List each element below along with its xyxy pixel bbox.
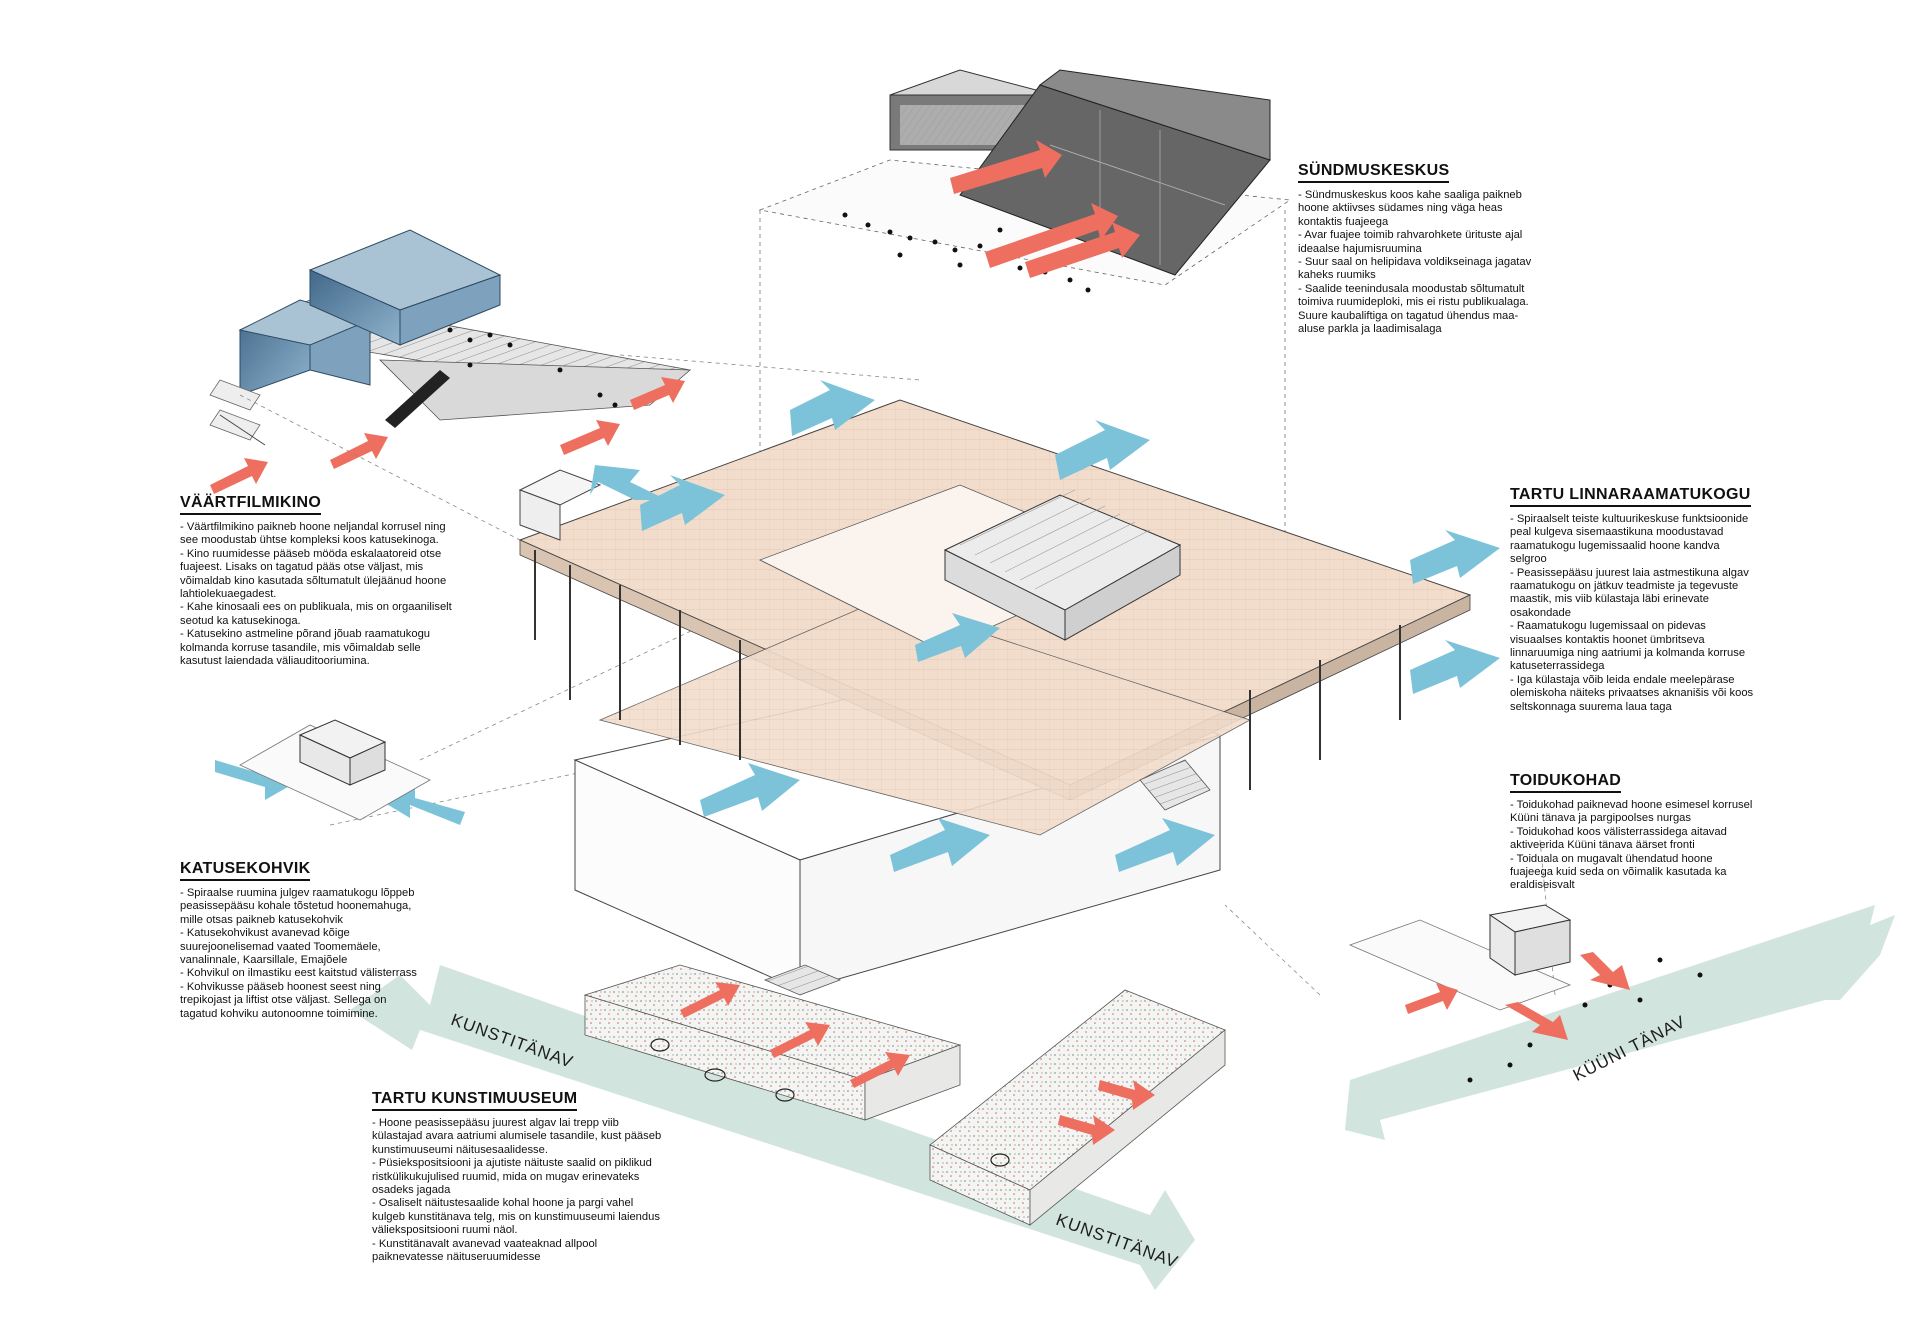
text-line: väliekspositsiooni ruumi näol. (372, 1224, 518, 1237)
text-line: peal kulgeva sisemaastikuna moodustavad (1510, 526, 1724, 539)
text-line: ristkülikukujulised ruumid, mida on muga… (372, 1170, 640, 1183)
text-line: - Avar fuajee toimib rahvarohkete üritus… (1298, 229, 1523, 242)
text-line: ideaalse hajumisruumina (1298, 242, 1422, 255)
toidukohad-title: TOIDUKOHAD (1510, 772, 1622, 793)
syndmuskeskus-model (758, 69, 1292, 630)
text-line: - Kohvikusse pääseb hoonest seest ning (180, 980, 381, 993)
text-line: kasutust laiendada väliauditooriumina. (180, 655, 370, 668)
vaartfilmikino-entry-arrows (210, 377, 685, 494)
text-line: eraldiseisvalt (1510, 879, 1575, 892)
text-line: - Iga külastaja võib leida endale meelep… (1510, 673, 1735, 686)
text-line: raamatukogu on jätkuv teadmiste ja tegev… (1510, 580, 1739, 593)
text-line: peasissepääsu kohale tõstetud hoonemahug… (180, 900, 412, 913)
text-line: katuseterrassidega (1510, 660, 1605, 673)
text-line: visuaalses kontaktis hoonet ümbritseva (1510, 633, 1705, 646)
text-line: kolmanda korruse tasandile, mis võimalda… (180, 641, 421, 654)
text-line: paiknevatesse näituseruumidesse (372, 1251, 541, 1264)
text-line: - Suur saal on helipidava voldikseinaga … (1298, 256, 1532, 269)
text-line: - Toidukohad koos välisterrassidega aita… (1510, 825, 1727, 838)
text-line: - Osaliselt näitustesaalide kohal hoone … (372, 1197, 634, 1210)
toidukohad-model (1348, 904, 1703, 1083)
kyyni-tanav-street-arrow (1345, 905, 1895, 1140)
main-building-model (518, 399, 1472, 991)
text-line: - Kahe kinosaali ees on publikuala, mis … (180, 601, 452, 614)
text-line: - Katusekino astmeline põrand jõuab raam… (180, 628, 431, 641)
text-line: - Raamatukogu lugemissaal on pidevas (1510, 620, 1706, 633)
kunstimuuseum-entry-arrows (680, 982, 1155, 1145)
text-line: kunstimuuseumi näitusesaalidesse. (372, 1143, 548, 1156)
text-line: vanalinnale, Kaarsillale, Emajõele (180, 954, 348, 967)
text-line: kaheks ruumiks (1298, 269, 1376, 282)
text-line: - Kunstitänavalt avanevad vaateaknad all… (372, 1237, 598, 1250)
vaartfilmikino-title: VÄÄRTFILMIKINO (180, 494, 322, 515)
vaartfilmikino-description: VÄÄRTFILMIKINO - Väärtfilmikino paikneb … (180, 494, 452, 668)
kunstimuuseum-description: TARTU KUNSTIMUUSEUM - Hoone peasissepääs… (372, 1090, 661, 1264)
kunstitanav-street-arrow (350, 965, 1195, 1290)
text-line: raamatukogu lugemissaalid hoone kandva (1510, 539, 1720, 552)
text-line: - Katusekohvikust avanevad kõige (180, 927, 350, 940)
kunstimuuseum-model (583, 964, 1226, 1226)
syndmuskeskus-entry-arrows (950, 140, 1140, 278)
text-line: see moodustab ühtse kompleksi koos katus… (180, 534, 439, 547)
text-line: - Toidukohad paiknevad hoone esimesel ko… (1510, 799, 1753, 811)
text-line: hoone aktiivses südames ning väga heas (1298, 202, 1503, 215)
text-line: linnaruumiga ning aatriumi ja kolmanda k… (1510, 647, 1746, 660)
toidukohad-description: TOIDUKOHAD - Toidukohad paiknevad hoone … (1510, 772, 1752, 893)
text-line: - Spiraalse ruumina julgev raamatukogu l… (180, 887, 415, 899)
text-line: maastik, mis viib külastaja läbi erineva… (1510, 593, 1709, 606)
text-line: aluse parkla ja laadimisalaga (1298, 323, 1442, 336)
text-line: Suure kaubaliftiga on tagatud ühendus ma… (1298, 309, 1519, 322)
text-line: - Püsiekspositsiooni ja ajutiste näitust… (372, 1157, 652, 1170)
text-line: aktiveerida Küüni tänava äärset fronti (1510, 839, 1695, 852)
text-line: külastajad avara aatriumi alumisele tasa… (372, 1130, 662, 1143)
kunstimuuseum-title: TARTU KUNSTIMUUSEUM (372, 1090, 578, 1111)
text-line: lahtiolekuaegadest. (180, 588, 277, 601)
syndmuskeskus-title: SÜNDMUSKESKUS (1298, 162, 1450, 183)
text-line: - Kino ruumidesse pääseb mööda eskalaato… (180, 547, 442, 560)
text-line: - Väärtfilmikino paikneb hoone neljandal… (180, 521, 446, 533)
katusekohvik-title: KATUSEKOHVIK (180, 860, 311, 881)
text-line: kontaktis fuajeega (1298, 215, 1389, 228)
text-line: fuajeest. Lisaks on tagatud pääs otse vä… (180, 561, 424, 574)
text-line: - Spiraalselt teiste kultuurikeskuse fun… (1510, 513, 1749, 525)
text-line: - Peasissepääsu juurest laia astmestikun… (1510, 566, 1749, 579)
text-line: - Saalide teenindusala moodustab sõltuma… (1298, 282, 1525, 295)
text-line: seotud ka katusekinoga. (180, 614, 301, 627)
raamatukogu-title: TARTU LINNARAAMATUKOGU (1510, 486, 1751, 507)
text-line: - Toiduala on mugavalt ühendatud hoone (1510, 852, 1713, 865)
text-line: - Sündmuskeskus koos kahe saaliga paikne… (1298, 189, 1522, 201)
vaartfilmikino-model (209, 229, 692, 446)
katusekohvik-description: KATUSEKOHVIK - Spiraalse ruumina julgev … (180, 860, 417, 1021)
text-line: olemiskoha näiteks privaatses aknanišis … (1510, 687, 1754, 700)
text-line: - Kohvikul on ilmastiku eest kaitstud vä… (180, 967, 417, 980)
text-line: seltskonnaga suurema laua taga (1510, 700, 1672, 713)
text-line: suurejoonelisemad vaated Toomemäele, (180, 940, 381, 953)
text-line: osadeks jagada (372, 1184, 451, 1197)
text-line: tagatud kohviku autonoomne toimimine. (180, 1007, 378, 1020)
toidukohad-entry-arrows (1405, 952, 1630, 1040)
connector-lines (239, 354, 1556, 996)
text-line: võimaldab kino kasutada sõltumatult ülej… (180, 574, 447, 587)
text-line: - Hoone peasissepääsu juurest algav lai … (372, 1117, 619, 1129)
text-line: kulgeb kunstitänava telg, mis on kunstim… (372, 1210, 660, 1223)
text-line: selgroo (1510, 553, 1547, 566)
text-line: trepikojast ja liftist otse väljast. Sel… (180, 994, 387, 1007)
circulation-flow-arrows (215, 380, 1500, 872)
syndmuskeskus-description: SÜNDMUSKESKUS - Sündmuskeskus koos kahe … (1298, 162, 1531, 336)
text-line: Küüni tänava ja pargipoolses nurgas (1510, 812, 1691, 825)
text-line: fuajeega kuid seda on võimalik kasutada … (1510, 866, 1727, 879)
katusekohvik-model (239, 719, 431, 821)
raamatukogu-description: TARTU LINNARAAMATUKOGU - Spiraalselt tei… (1510, 486, 1753, 714)
text-line: mille otsas paikneb katusekohvik (180, 913, 343, 926)
text-line: toimiva ruumideploki, mis ei ristu publi… (1298, 296, 1529, 309)
text-line: osakondade (1510, 606, 1571, 619)
